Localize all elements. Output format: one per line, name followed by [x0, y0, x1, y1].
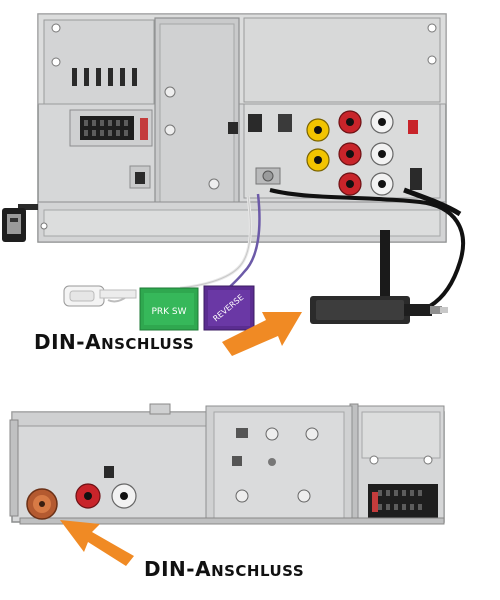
reverse-tag: [203, 285, 255, 331]
rca-jacks-bottom: [75, 466, 137, 509]
arrow-top: [222, 312, 302, 356]
din-plug: [310, 296, 448, 324]
din-callout-bottom: DIN-ANSCHLUSS: [144, 557, 305, 581]
din-antenna-socket: [26, 488, 58, 520]
rca-jacks: [306, 110, 422, 196]
prk-sw-label: PRK SW: [151, 307, 186, 317]
vent-slots: [72, 68, 137, 86]
arrow-bottom: [60, 520, 134, 566]
single-din-unit-rear: [9, 403, 445, 525]
prk-sw-tag: [139, 287, 199, 331]
din-callout-top: DIN-ANSCHLUSS: [34, 330, 195, 354]
usb-plug: [2, 204, 38, 242]
pin-connector: [63, 285, 137, 307]
